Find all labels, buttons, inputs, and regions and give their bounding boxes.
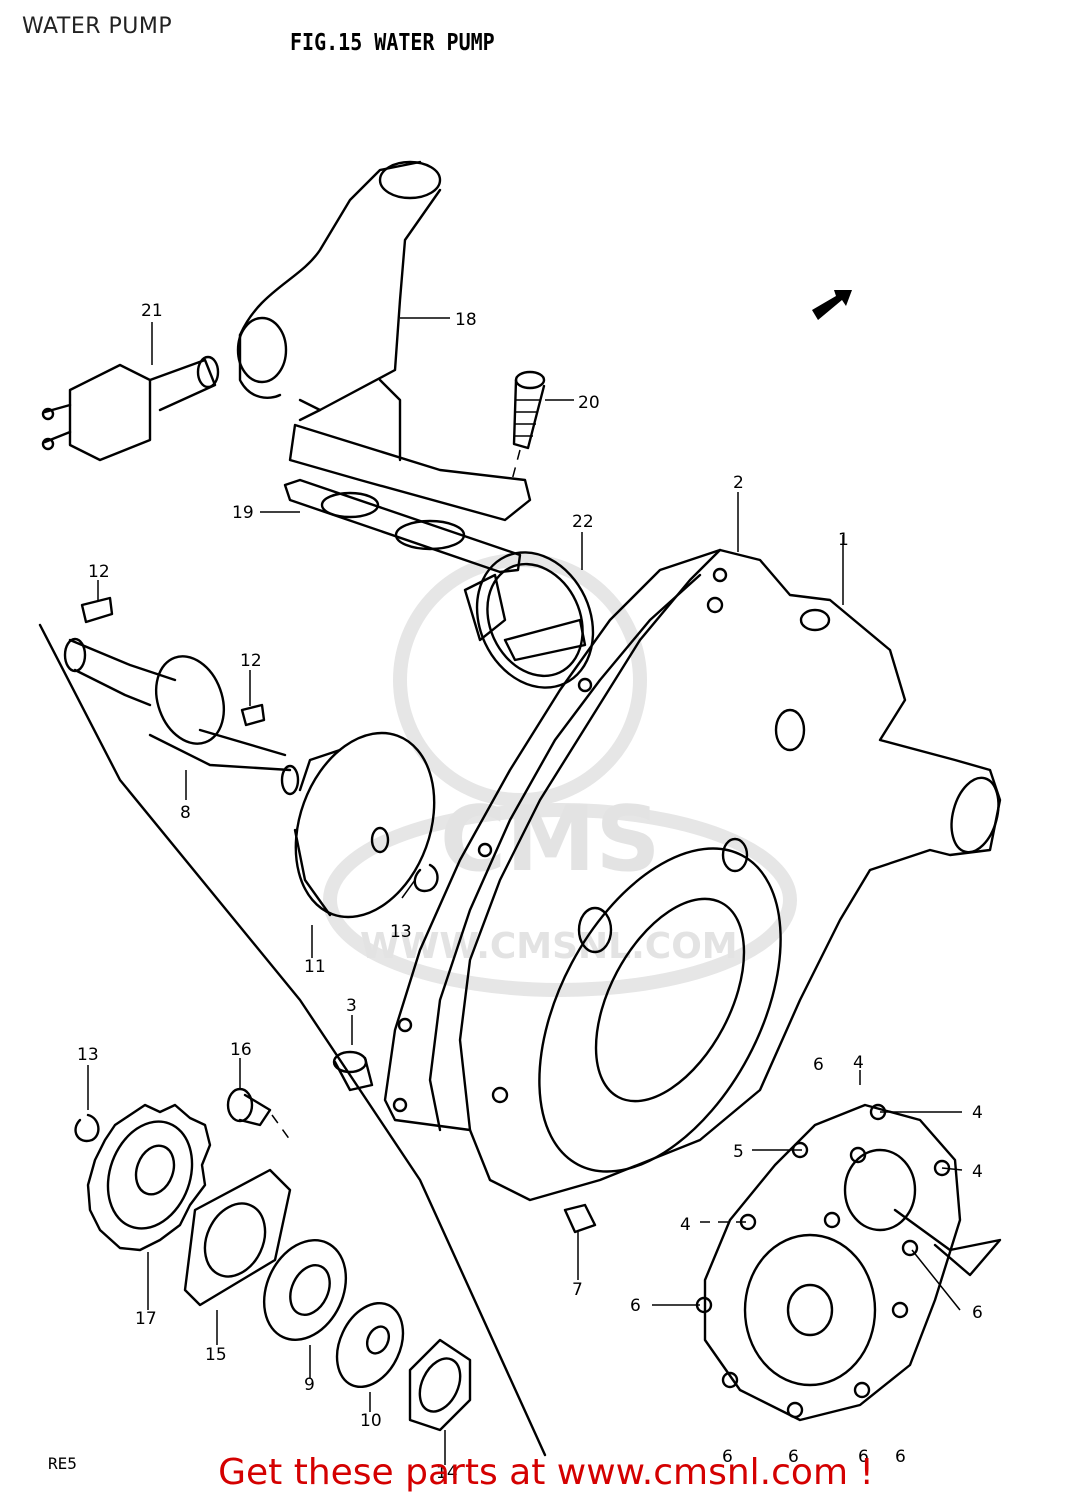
figure-title: FIG.15 WATER PUMP: [290, 28, 495, 56]
part-13-lower-circlip: [74, 1113, 100, 1143]
watermark-url: WWW.CMSNL.COM: [360, 926, 738, 967]
callout-3: 3: [346, 996, 357, 1016]
callout-6-bottom-4: 6: [895, 1447, 906, 1467]
callout-17: 17: [135, 1309, 157, 1329]
part-15-plate: [183, 1168, 292, 1307]
callout-2: 2: [733, 473, 744, 493]
callout-9: 9: [304, 1375, 315, 1395]
part-3-dowel-pin: [332, 1050, 374, 1092]
part-11-impeller: [293, 731, 436, 919]
callout-1: 1: [838, 530, 849, 550]
callout-18: 18: [455, 310, 477, 330]
part-1-water-pump-case: [383, 548, 1002, 1202]
part-8-shaft: [38, 623, 547, 1457]
part-9-bearing: [262, 1239, 348, 1341]
part-16-screw: [226, 1087, 291, 1141]
callout-4-right-lower: 4: [972, 1162, 983, 1182]
callout-5: 5: [733, 1142, 744, 1162]
callout-11: 11: [304, 957, 326, 977]
callout-13-upper: 13: [390, 922, 412, 942]
callout-8: 8: [180, 803, 191, 823]
callout-7: 7: [572, 1280, 583, 1300]
part-20-bolt: [511, 370, 546, 481]
part-17-sprocket: [86, 1103, 212, 1252]
callout-labels: 21 18 20 19 2 1 22 12 12 8 13 11 3 13 16…: [77, 301, 983, 1483]
callout-14: 14: [436, 1463, 458, 1483]
part-19-gasket: [283, 478, 522, 574]
part-10-seal: [335, 1301, 405, 1389]
page-title: WATER PUMP: [22, 14, 173, 39]
part-18-thermostat-housing: [236, 160, 532, 522]
figure-code: RE5: [48, 1454, 77, 1473]
part-7-plug: [563, 1203, 597, 1234]
callout-4-top: 4: [853, 1053, 864, 1073]
part-12-keys: [80, 596, 266, 727]
callout-6-left: 6: [630, 1296, 641, 1316]
watermark-logo: CMS: [440, 787, 660, 892]
callout-4-right: 4: [972, 1103, 983, 1123]
callout-6-bottom-1: 6: [722, 1447, 733, 1467]
part-13-circlip: [413, 863, 439, 893]
promo-link[interactable]: Get these parts at www.cmsnl.com !: [218, 1452, 874, 1493]
part-22-thermostat: [463, 551, 595, 689]
callout-20: 20: [578, 393, 600, 413]
callout-13-lower: 13: [77, 1045, 99, 1065]
callout-16: 16: [230, 1040, 252, 1060]
callout-12-lower: 12: [240, 651, 262, 671]
part-14-seal: [408, 1338, 472, 1432]
part-21-thermo-switch: [41, 355, 220, 462]
callout-6-bottom-2: 6: [788, 1447, 799, 1467]
callout-6-top: 6: [813, 1055, 824, 1075]
callout-21: 21: [141, 301, 163, 321]
forward-arrow-icon: [812, 290, 852, 320]
callout-10: 10: [360, 1411, 382, 1431]
callout-6-bottom-3: 6: [858, 1447, 869, 1467]
callout-19: 19: [232, 503, 254, 523]
callout-15: 15: [205, 1345, 227, 1365]
callout-6-right: 6: [972, 1303, 983, 1323]
callout-4-left: 4: [680, 1215, 691, 1235]
leader-lines: [87, 317, 963, 1465]
callout-12-upper: 12: [88, 562, 110, 582]
part-4-pump-cover: [695, 1103, 1002, 1422]
callout-22: 22: [572, 512, 594, 532]
